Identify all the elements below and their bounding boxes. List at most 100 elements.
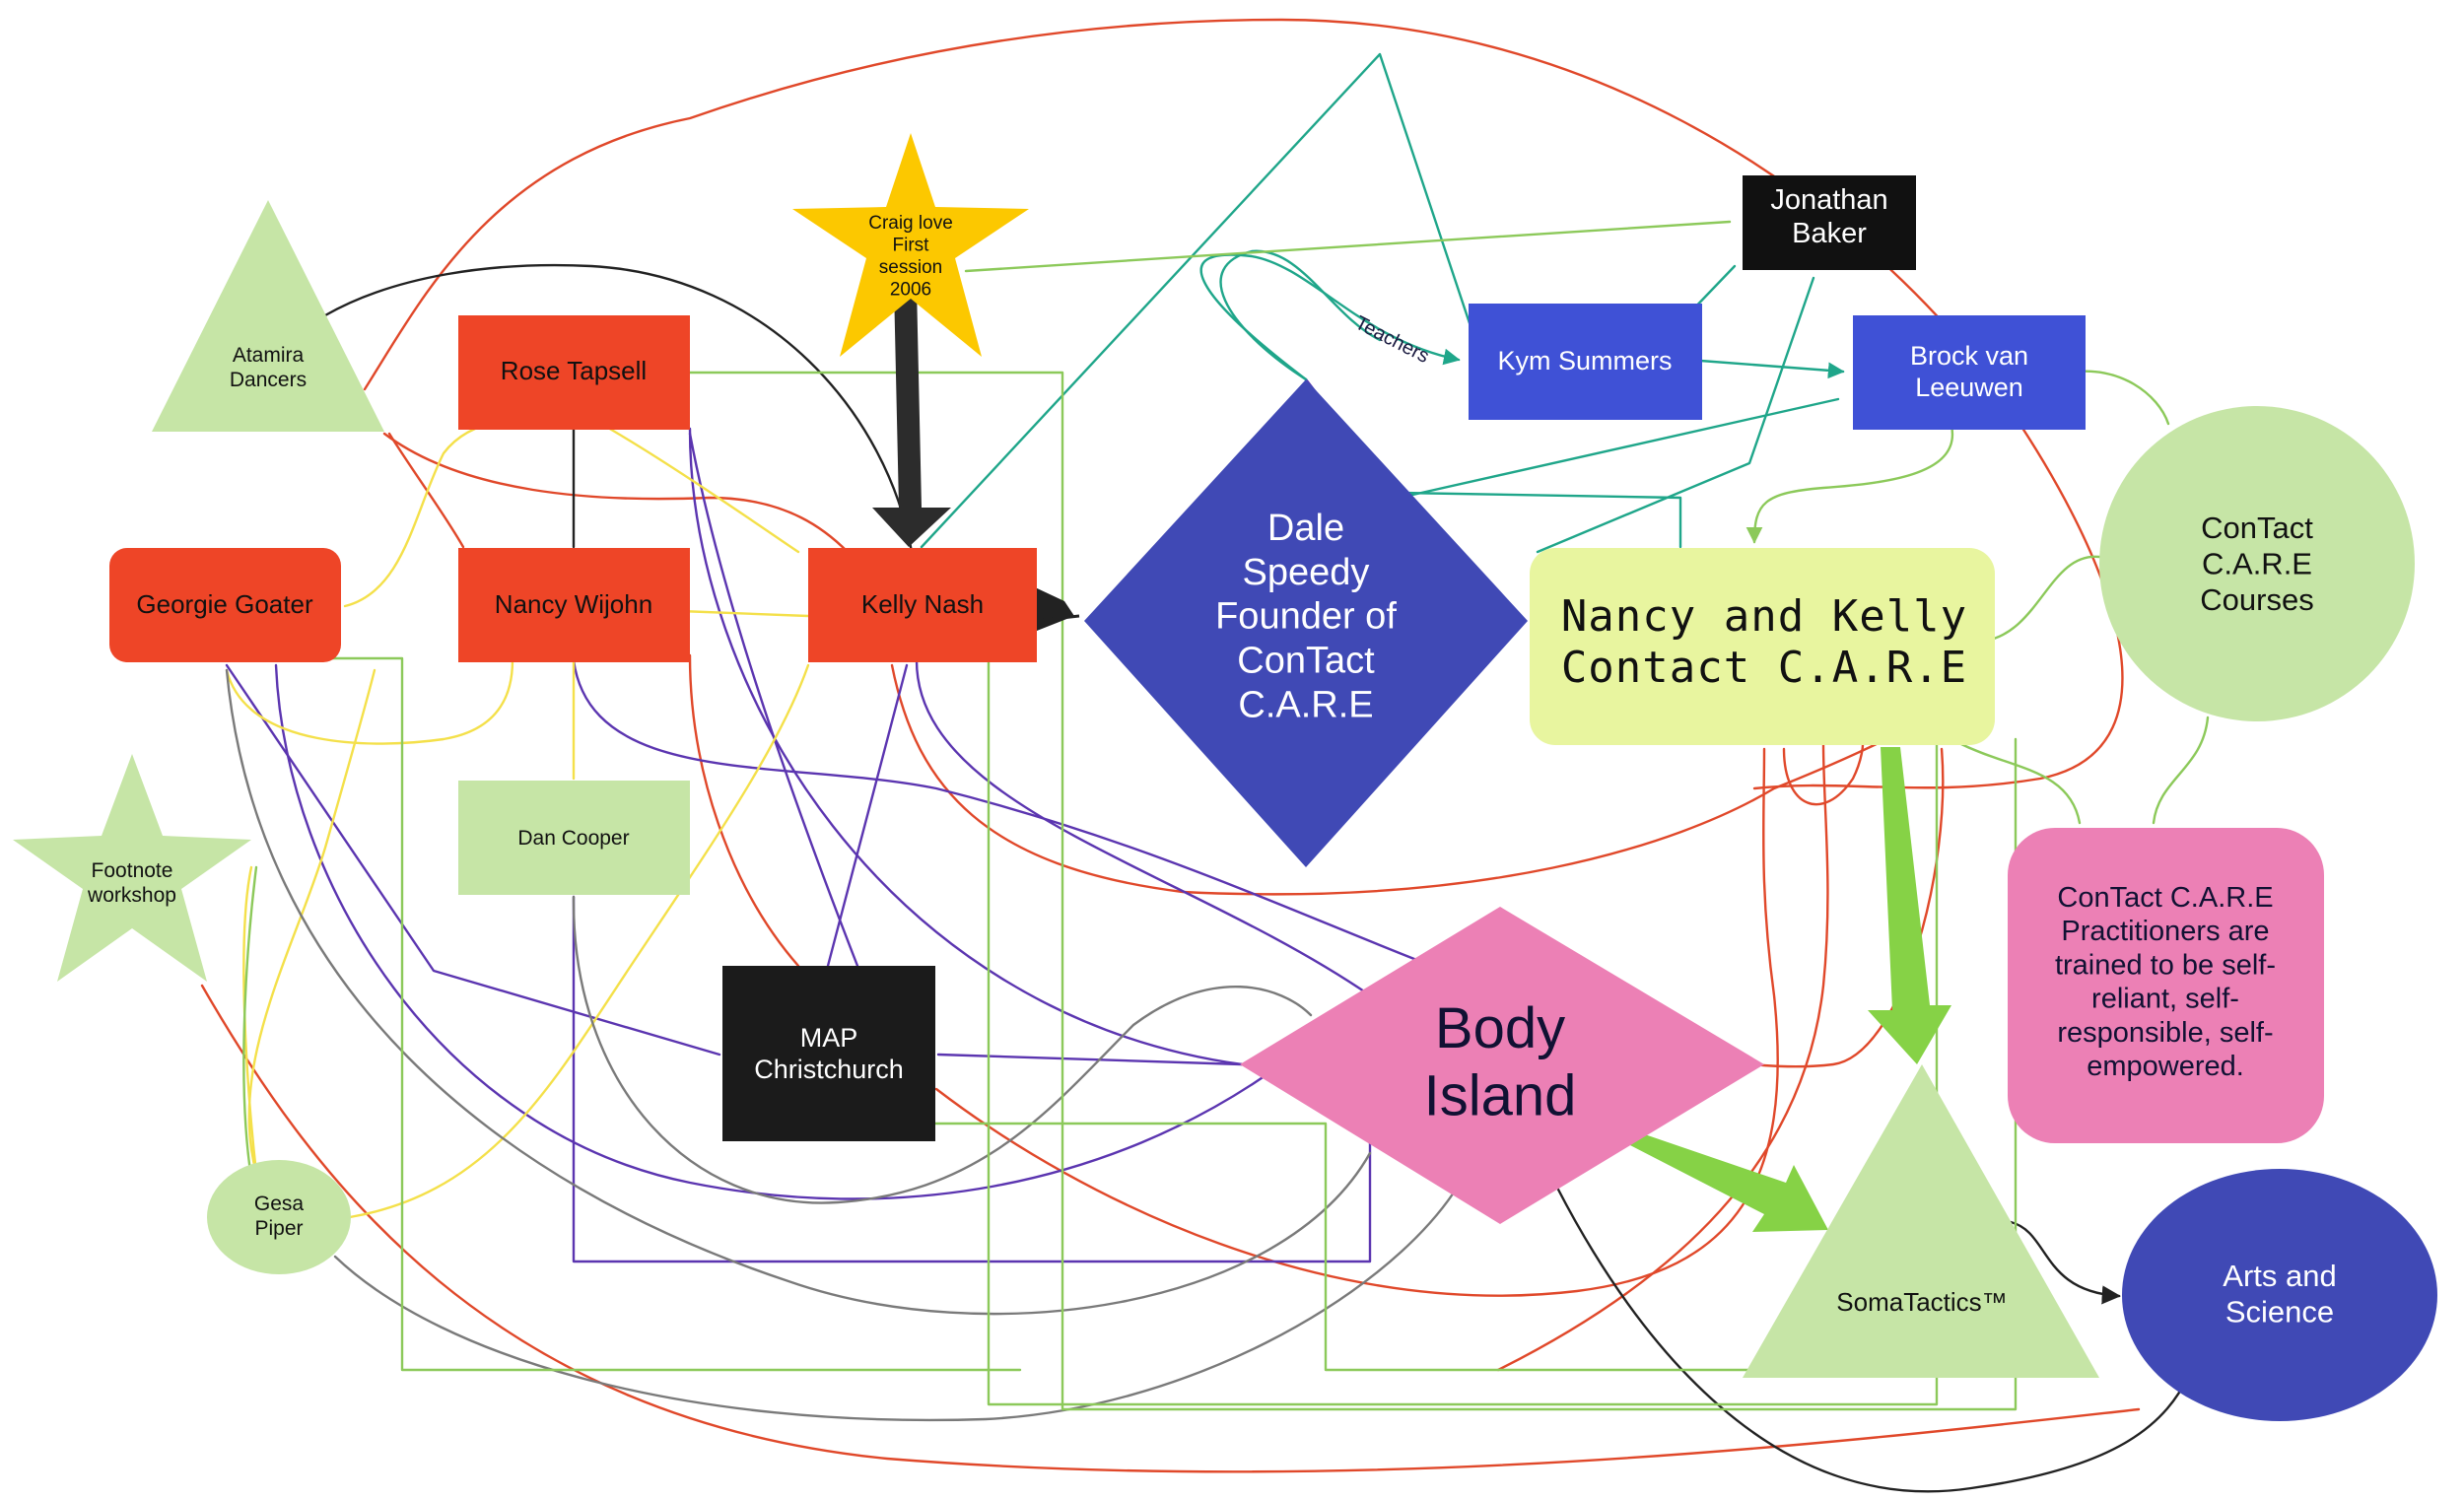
connector-rose-kelly-yellow (599, 422, 800, 554)
node-label-line: Brock van (1910, 341, 2028, 371)
connector-nk-practitioners-green (1959, 742, 2082, 825)
node-label-line: Courses (2200, 582, 2313, 617)
connector-georgie-rect-green (328, 656, 1022, 1372)
node-label-line: ConTact (2201, 511, 2313, 545)
node-label-line: Kym Summers (1497, 346, 1672, 375)
connector-rose-rect-green (683, 371, 2018, 1411)
connector-dale-nk-teal (1398, 491, 1682, 549)
connector-nk-down-red-1 (1782, 742, 1865, 806)
node-kelly-nash[interactable]: Kelly Nash (808, 548, 1037, 662)
connector-gesa-body-gray (333, 1191, 1456, 1422)
box-shape (1469, 304, 1702, 420)
star-shape (13, 754, 251, 982)
connector-courses-practitioners-green (2152, 716, 2210, 825)
node-label-line: Practitioners are (2061, 916, 2269, 947)
connector-gesa-kelly-yellow (348, 663, 810, 1219)
connector-dale-kym-teal-2 (1219, 249, 1382, 381)
node-label: Georgie Goater (136, 589, 313, 619)
ellipse-shape (2122, 1169, 2437, 1421)
connector-gesa-footnote-yellow (242, 668, 376, 1175)
node-label: Rose Tapsell (501, 356, 647, 385)
box-shape (109, 548, 341, 662)
node-label-line: Contact C.A.R.E (1561, 643, 1967, 693)
node-label-line: responsible, self- (2057, 1017, 2273, 1049)
node-label-line: C.A.R.E (1238, 684, 1373, 725)
connector-georgie-yellow-loop (225, 658, 514, 745)
connector-dale-kym-teal (1199, 253, 1461, 381)
box-shape (1530, 548, 1995, 745)
connector-gesa-dan-green (242, 865, 258, 1180)
connector-body-arts-black (1555, 1186, 2196, 1493)
triangle-shape (152, 200, 384, 432)
node-label-line: Speedy (1243, 552, 1370, 593)
connector-map-rect-green (924, 1122, 1756, 1372)
node-somatactics[interactable]: SomaTactics™ (1743, 1064, 2099, 1378)
node-label: Dan Cooper (517, 827, 629, 850)
node-label-line: Baker (1792, 218, 1867, 249)
connector-nancyw-kelly-yellow (678, 609, 810, 618)
ellipse-shape (207, 1160, 351, 1274)
node-label-line: Dancers (230, 369, 307, 391)
node-label-line: empowered. (2087, 1051, 2244, 1082)
node-dan-cooper[interactable]: Dan Cooper (458, 781, 690, 895)
node-nancy-wijohn[interactable]: Nancy Wijohn (458, 548, 690, 662)
connector-kym-brock-teal (1685, 358, 1845, 379)
node-label-line: Georgie Goater (136, 589, 313, 619)
node-label-line: 2006 (890, 279, 931, 300)
node-label-line: Kelly Nash (861, 589, 984, 619)
connector-kelly-map-purple (826, 663, 909, 968)
connector-soma-arts-black (2009, 1220, 2121, 1305)
thick-arrow-body-soma (1626, 1131, 1828, 1232)
node-label: Nancy Wijohn (495, 589, 652, 619)
connector-jonathan-nk-teal (1536, 276, 1815, 554)
box-shape (1743, 175, 1916, 270)
edge-label-teachers: Teachers (1351, 312, 1432, 368)
node-label: SomaTactics™ (1836, 1287, 2007, 1317)
diamond-shape (1084, 379, 1528, 867)
node-label-line: Piper (254, 1217, 303, 1240)
node-label-line: Arts and (2223, 1259, 2336, 1293)
node-label-line: Nancy and Kelly (1561, 591, 1967, 642)
node-label-line: workshop (87, 884, 176, 907)
diamond-shape (1240, 907, 1764, 1224)
thick-arrow-nk-soma (1868, 747, 1951, 1064)
star-shape (792, 133, 1029, 357)
node-rose-tapsell[interactable]: Rose Tapsell (458, 315, 690, 430)
box-shape (808, 548, 1037, 662)
thick-arrows (872, 286, 1951, 1232)
node-label-line: trained to be self- (2055, 949, 2276, 981)
node-georgie-goater[interactable]: Georgie Goater (109, 548, 341, 662)
circle-shape (2099, 406, 2415, 721)
connector-georgie-nancyw-red (387, 432, 465, 549)
connector-kelly-body-red (890, 663, 1963, 896)
node-label-line: Dan Cooper (517, 827, 629, 850)
connector-georgie-body-purple (274, 663, 1283, 1200)
connector-georgie-map-purple (225, 663, 721, 1057)
node-label-line: reliant, self- (2091, 984, 2239, 1015)
connector-nk-body-red (1752, 747, 1945, 1068)
node-label: Kym Summers (1497, 346, 1672, 375)
connector-rose-body-purple (688, 427, 1244, 1066)
connector-dan-body-purple (572, 895, 1372, 1263)
connector-brock-courses-green (2068, 370, 2170, 426)
node-kym-summers[interactable]: Kym Summers (1469, 304, 1702, 420)
node-label-line: Founder of (1215, 596, 1397, 638)
